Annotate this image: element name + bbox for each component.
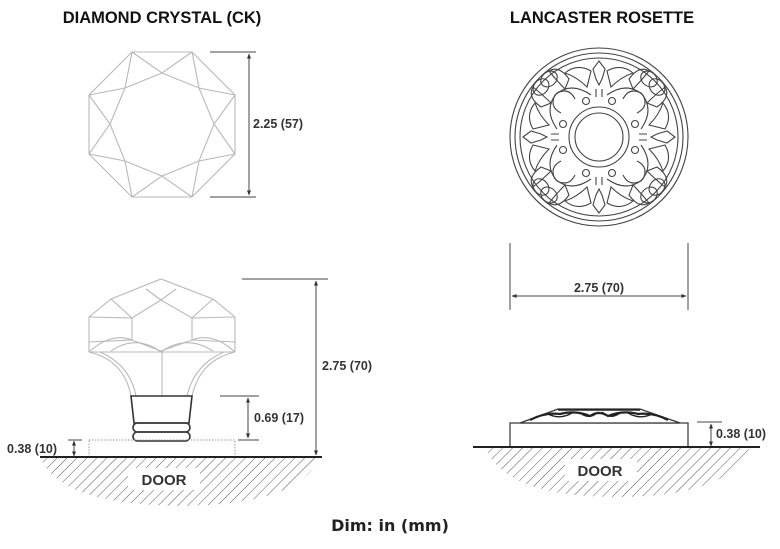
knob-side-view [88,278,236,458]
door-label-right: DOOR [578,463,623,480]
door-section-right: DOOR [473,446,760,497]
door-label-left: DOOR [142,472,187,489]
rosette-front-view [509,47,689,227]
dim-label-knob-diameter: 2.25 (57) [253,117,303,131]
dimension-knob-height: 2.75 (70) [242,278,372,456]
dimension-rosette-diameter: 2.75 (70) [509,243,689,310]
title-diamond-crystal: DIAMOND CRYSTAL (CK) [63,9,262,27]
title-lancaster-rosette: LANCASTER ROSETTE [510,9,694,27]
dimension-knob-base: 0.38 (10) [7,439,82,457]
door-section-left: DOOR [40,456,322,506]
dim-label-knob-base: 0.38 (10) [7,442,57,456]
knob-top-view [88,51,236,198]
dim-label-knob-height: 2.75 (70) [322,359,372,373]
dim-label-rosette-thickness: 0.38 (10) [716,427,766,441]
dimension-knob-diameter: 2.25 (57) [210,51,303,198]
dimension-knob-collar: 0.69 (17) [220,395,304,441]
dim-label-knob-collar: 0.69 (17) [254,411,304,425]
units-note: Dim: in (mm) [331,516,449,535]
rosette-side-view [509,408,689,448]
dim-label-rosette-diameter: 2.75 (70) [574,281,624,295]
dimension-rosette-thickness: 0.38 (10) [697,421,766,447]
